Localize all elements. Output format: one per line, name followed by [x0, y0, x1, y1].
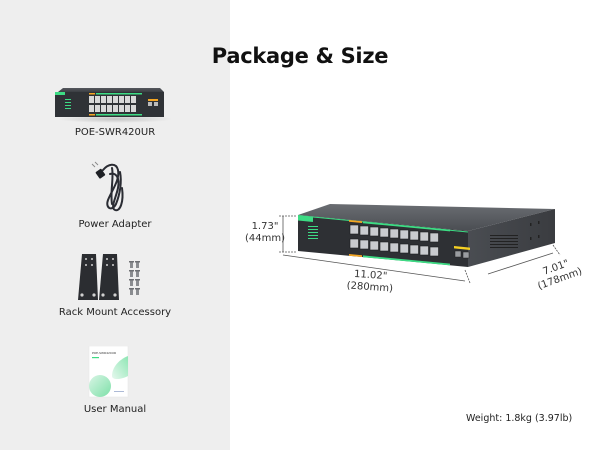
height-mm: (44mm)	[245, 233, 286, 244]
page-title: Package & Size	[211, 44, 389, 68]
dimension-lines	[279, 215, 561, 284]
switch-dimension-diagram	[279, 204, 561, 284]
package-item-user-manual: POE-SWR420UR	[0, 346, 230, 398]
package-item-label: Power Adapter	[78, 219, 152, 230]
manual-cover-title: POE-SWR420UR	[92, 351, 116, 355]
rj45-ports	[349, 220, 450, 266]
package-item-label: Rack Mount Accessory	[58, 307, 172, 318]
manual-icon: POE-SWR420UR	[88, 346, 129, 398]
package-item-label: User Manual	[83, 404, 147, 415]
length-dimension: 11.02" (280mm)	[346, 268, 394, 295]
package-item-label: POE-SWR420UR	[74, 127, 156, 138]
led-indicators	[308, 226, 318, 239]
switch-top	[298, 204, 555, 231]
package-item-power-adapter	[0, 158, 230, 213]
weight-label: Weight: 1.8kg (3.97lb)	[466, 413, 573, 424]
switch-icon	[55, 88, 173, 123]
package-item-switch	[0, 86, 230, 124]
height-inches: 1.73"	[251, 221, 279, 232]
power-cable-icon	[91, 161, 124, 212]
rack-mount-icon	[78, 254, 140, 300]
package-item-rack-mount	[0, 253, 230, 301]
side-vents	[490, 221, 540, 248]
sfp-ports	[454, 246, 470, 259]
height-dimension: 1.73" (44mm)	[245, 221, 285, 245]
